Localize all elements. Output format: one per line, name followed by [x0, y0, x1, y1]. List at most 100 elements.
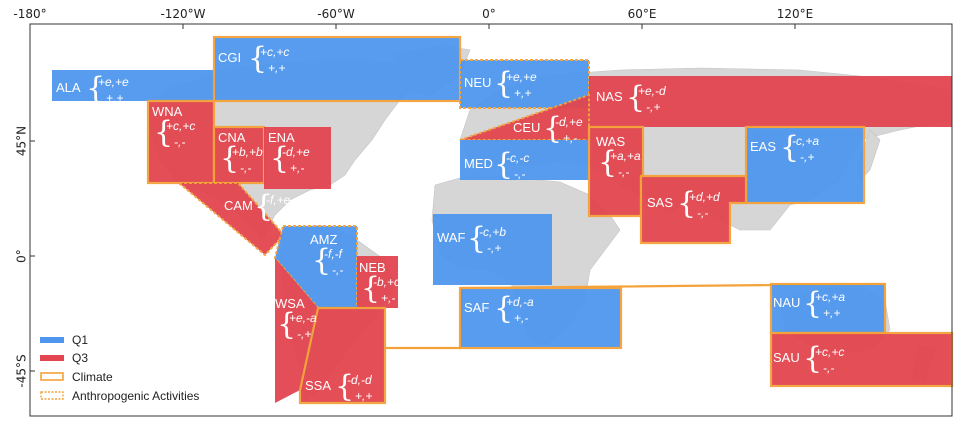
region-signs-line2: -,-: [332, 263, 343, 277]
region-ENA: [264, 127, 331, 189]
region-code: CNA: [218, 130, 246, 145]
region-code: ALA: [56, 80, 81, 95]
legend-swatch-anthropogenic: [40, 391, 64, 400]
region-EAS: [744, 125, 866, 205]
region-signs-line1: -f,-f: [324, 247, 344, 261]
region-code: NEU: [464, 75, 491, 90]
region-signs-line2: -,-: [174, 135, 185, 149]
region-code: SAF: [464, 300, 489, 315]
region-label-CNA: CNA{+b,+b-,-: [218, 130, 263, 176]
region-signs-line2: -,-: [823, 361, 834, 375]
region-CAM: [176, 182, 286, 257]
region-code: SAU: [773, 350, 800, 365]
region-MED-box: [460, 140, 589, 180]
region-label-NAS: NAS{+e,-d-,+: [596, 80, 666, 115]
region-code: WNA: [152, 104, 183, 119]
region-code: EAS: [750, 139, 776, 154]
brace-glyph: {: [312, 243, 331, 278]
region-code: ENA: [268, 130, 295, 145]
region-labels: ALA{+e,+e+,+CGI{+c,+c+,+NEU{+e,+e+,+NAS{…: [56, 41, 845, 404]
legend-label-q3: Q3: [72, 351, 88, 365]
region-code: SAS: [647, 195, 673, 210]
legend: Q1 Q3 Climate Anthropogenic Activities: [40, 333, 199, 403]
region-signs-line1: -c,+b: [479, 225, 506, 239]
region-NAU: [769, 282, 887, 335]
region-signs-line1: +d,+d: [689, 190, 720, 204]
region-SAU: [769, 331, 954, 388]
region-label-WNA: WNA{+c,+c-,-: [152, 104, 195, 150]
region-signs-line2: -,+: [800, 150, 814, 164]
region-label-SAU: SAU{+c,+c-,-: [773, 341, 844, 376]
region-label-SAF: SAF{+d,-a+,-: [464, 291, 534, 326]
region-label-ENA: ENA{-d,+e+,-: [268, 130, 310, 176]
brace-glyph: {: [220, 141, 239, 176]
region-signs-line1: +e,-a: [289, 311, 317, 325]
region-signs-line1: +a,+a: [610, 149, 641, 163]
region-signs-line2: -,+: [487, 241, 501, 255]
legend-label-anthropogenic: Anthropogenic Activities: [72, 389, 199, 403]
brace-glyph: {: [803, 286, 822, 321]
region-signs-line2: +,+: [823, 306, 840, 320]
region-label-CGI: CGI{+c,+c+,+: [218, 41, 289, 76]
legend-label-q1: Q1: [72, 333, 88, 347]
region-label-AMZ: AMZ{-f,-f -,-: [310, 232, 344, 278]
brace-glyph: {: [626, 80, 645, 115]
region-label-SAS: SAS{+d,+d-,-: [647, 186, 720, 221]
region-label-NEU: NEU{+e,+e+,+: [464, 66, 537, 101]
legend-swatch-q1: [40, 337, 64, 343]
region-signs-line2: -,-: [514, 167, 525, 181]
region-SSA-box: [298, 306, 387, 405]
region-ALA: [52, 70, 214, 101]
region-WAF: [433, 214, 552, 285]
region-code: AMZ: [310, 232, 338, 247]
brace-glyph: {: [154, 115, 173, 150]
x-tick-label: 60°E: [628, 7, 657, 21]
region-NEB-box: [357, 256, 398, 308]
brace-glyph: {: [803, 341, 822, 376]
brace-glyph: {: [335, 369, 354, 404]
region-CGI-box: [212, 35, 462, 103]
region-signs-line1: -d,-d: [347, 373, 372, 387]
region-label-WAF: WAF{-c,+b-,+: [437, 221, 506, 256]
region-ALA-box: [52, 70, 214, 101]
region-code: CGI: [218, 50, 241, 65]
region-signs-line1: +e,-d: [638, 84, 666, 98]
region-NAS: [589, 76, 952, 127]
region-SAU-box: [769, 331, 954, 388]
region-SAF: [458, 286, 623, 350]
region-MED: [460, 140, 589, 180]
region-signs-line1: -f,+e: [266, 193, 291, 207]
region-signs-line2: -,-: [240, 161, 251, 175]
x-tick-label: -60°W: [317, 7, 355, 21]
region-code: CAM: [224, 198, 253, 213]
region-signs-line2: +,-: [563, 131, 577, 145]
region-label-ALA: ALA{+e,+e+,+: [56, 71, 129, 106]
y-axis-ticks: [30, 140, 35, 372]
region-signs-line1: -d,+e: [555, 115, 583, 129]
region-label-CEU: CEU{-d,+e+,-: [513, 111, 583, 146]
region-signs-line2: +,-: [290, 161, 304, 175]
brace-glyph: {: [467, 221, 486, 256]
brace-glyph: {: [780, 130, 799, 165]
region-code: MED: [464, 156, 493, 171]
region-SAS: [639, 174, 748, 245]
brace-glyph: {: [361, 271, 380, 306]
region-NAU-box: [769, 282, 887, 335]
region-signs-line2: +,+: [514, 86, 531, 100]
region-label-SSA: SSA{-d,-d+,+: [305, 369, 372, 404]
brace-glyph: {: [543, 111, 562, 146]
brace-glyph: {: [277, 307, 296, 342]
brace-glyph: {: [248, 41, 267, 76]
region-label-EAS: EAS {-c,+a -,+: [750, 130, 819, 165]
region-signs-line1: +c,+a: [815, 290, 845, 304]
brace-glyph: {: [254, 189, 273, 224]
region-signs-line2: +,-: [514, 311, 528, 325]
region-CAM-box: [176, 182, 286, 257]
map-frame: [29, 23, 953, 417]
region-code: NEB: [359, 260, 386, 275]
region-label-NEB: NEB{-b,+c+,-: [359, 260, 400, 306]
x-tick-label: 0°: [482, 7, 496, 21]
region-WAF-box: [433, 214, 552, 285]
region-signs-line1: -c,+a: [792, 134, 819, 148]
region-EAS-box: [744, 125, 866, 205]
